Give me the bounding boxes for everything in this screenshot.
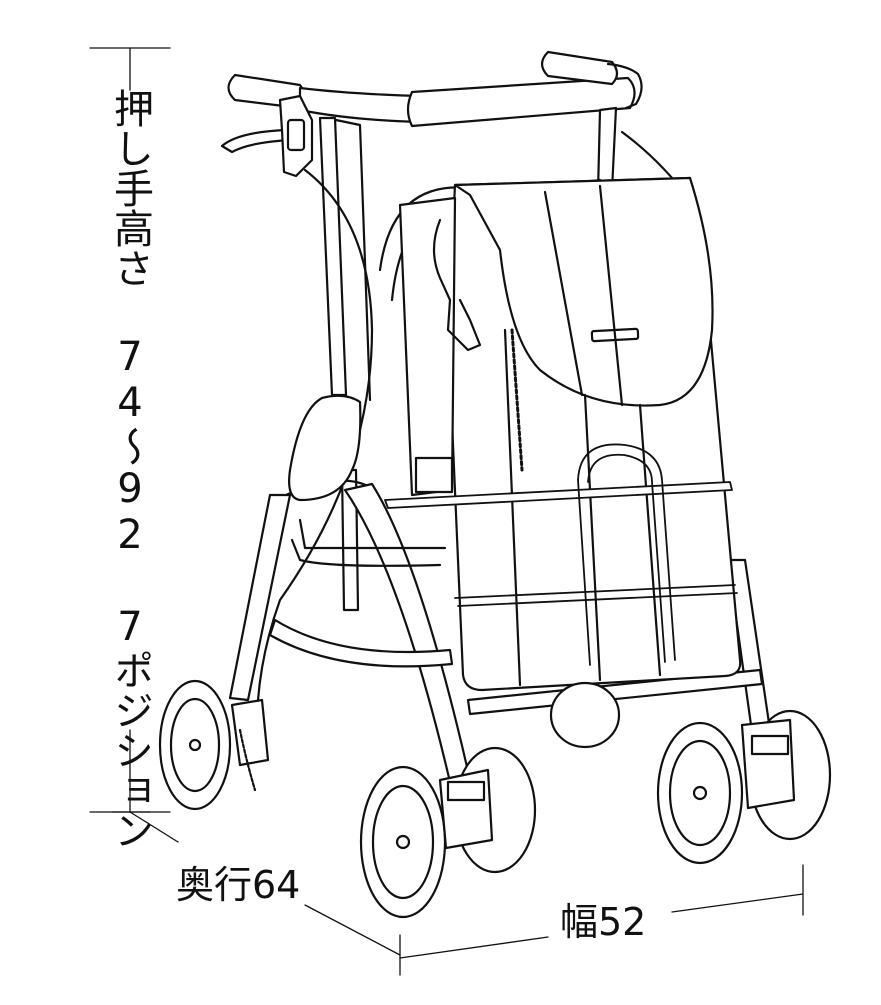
- front-left-wheel: [359, 746, 537, 919]
- folded-seat: [288, 394, 362, 502]
- depth-dimension: [111, 811, 401, 976]
- handlebar: [220, 50, 643, 178]
- height-label: 押し手高さ 74～92 7ポジション: [107, 88, 153, 850]
- width-dimension: [399, 864, 804, 959]
- width-label: 幅52: [560, 900, 646, 944]
- rear-right-wheel: [549, 681, 621, 749]
- front-right-wheel: [656, 709, 832, 865]
- depth-label: 奥行64: [176, 863, 300, 907]
- shopping-bag: [378, 176, 742, 692]
- wire-basket: [384, 443, 738, 666]
- rear-left-wheel: [158, 679, 270, 811]
